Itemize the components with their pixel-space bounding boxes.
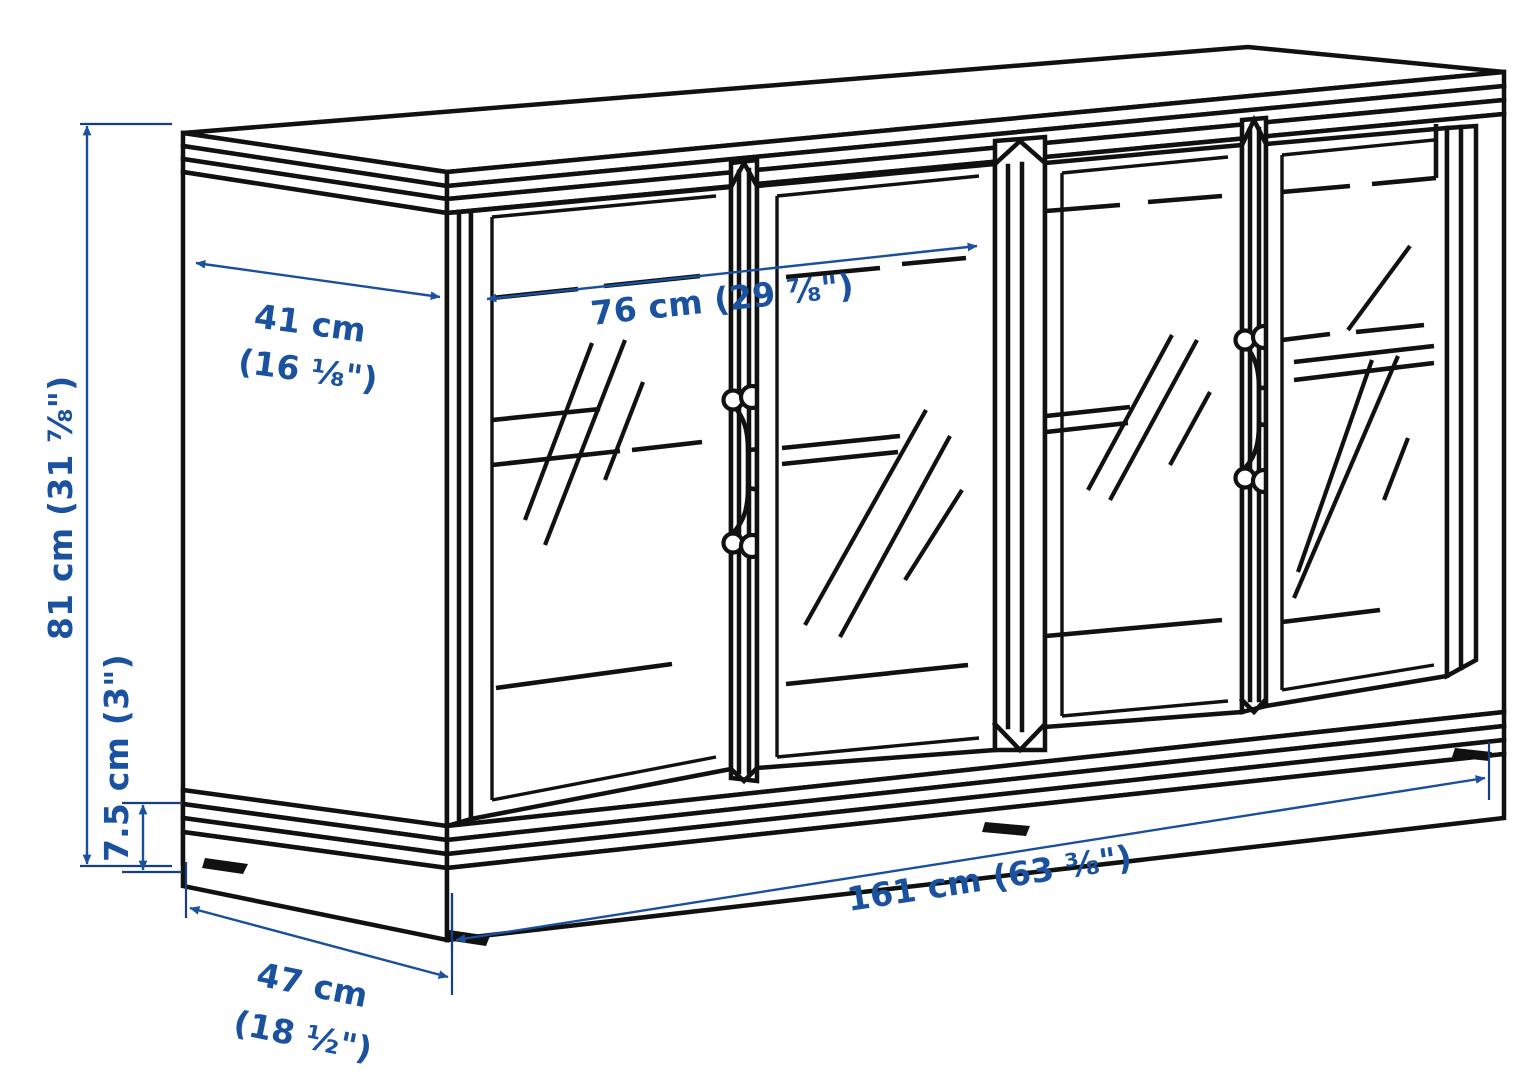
glass-reflection-door-4 <box>1292 244 1412 599</box>
foot-front-right <box>1452 748 1492 761</box>
cabinet-body <box>180 44 1507 946</box>
glass-reflection-door-3 <box>1086 333 1212 502</box>
dimension-depth-total-label: 47 cm <box>253 955 371 1016</box>
glass-door-4[interactable] <box>1263 124 1450 709</box>
foot-rear-left <box>202 858 248 874</box>
glass-door-2[interactable] <box>754 161 998 771</box>
dimension-plinth-height-label: 7.5 cm (3") <box>97 654 136 862</box>
dimension-height-total <box>80 122 172 868</box>
dimension-door-pair-width <box>486 242 978 303</box>
shelf-lines-door-4 <box>1281 124 1439 625</box>
center-stile <box>991 134 1049 754</box>
glass-door-3[interactable] <box>1042 142 1245 730</box>
glass-reflection-door-2 <box>803 408 964 639</box>
glass-door-1[interactable] <box>468 184 734 822</box>
shelf-lines-door-3 <box>1045 193 1223 639</box>
right-front-stile <box>1444 123 1479 680</box>
dimension-depth-top <box>195 259 441 301</box>
door-stile-1-2 <box>727 157 761 785</box>
dimension-height-total-label: 81 cm (31 ⅞") <box>41 376 80 640</box>
dimension-depth-total <box>184 862 454 995</box>
dimension-plinth-height <box>122 801 182 874</box>
glass-reflection-door-1 <box>523 339 645 546</box>
left-front-stile <box>444 208 474 829</box>
left-side-panel <box>180 169 450 865</box>
door-stile-3-4 <box>1238 114 1270 716</box>
